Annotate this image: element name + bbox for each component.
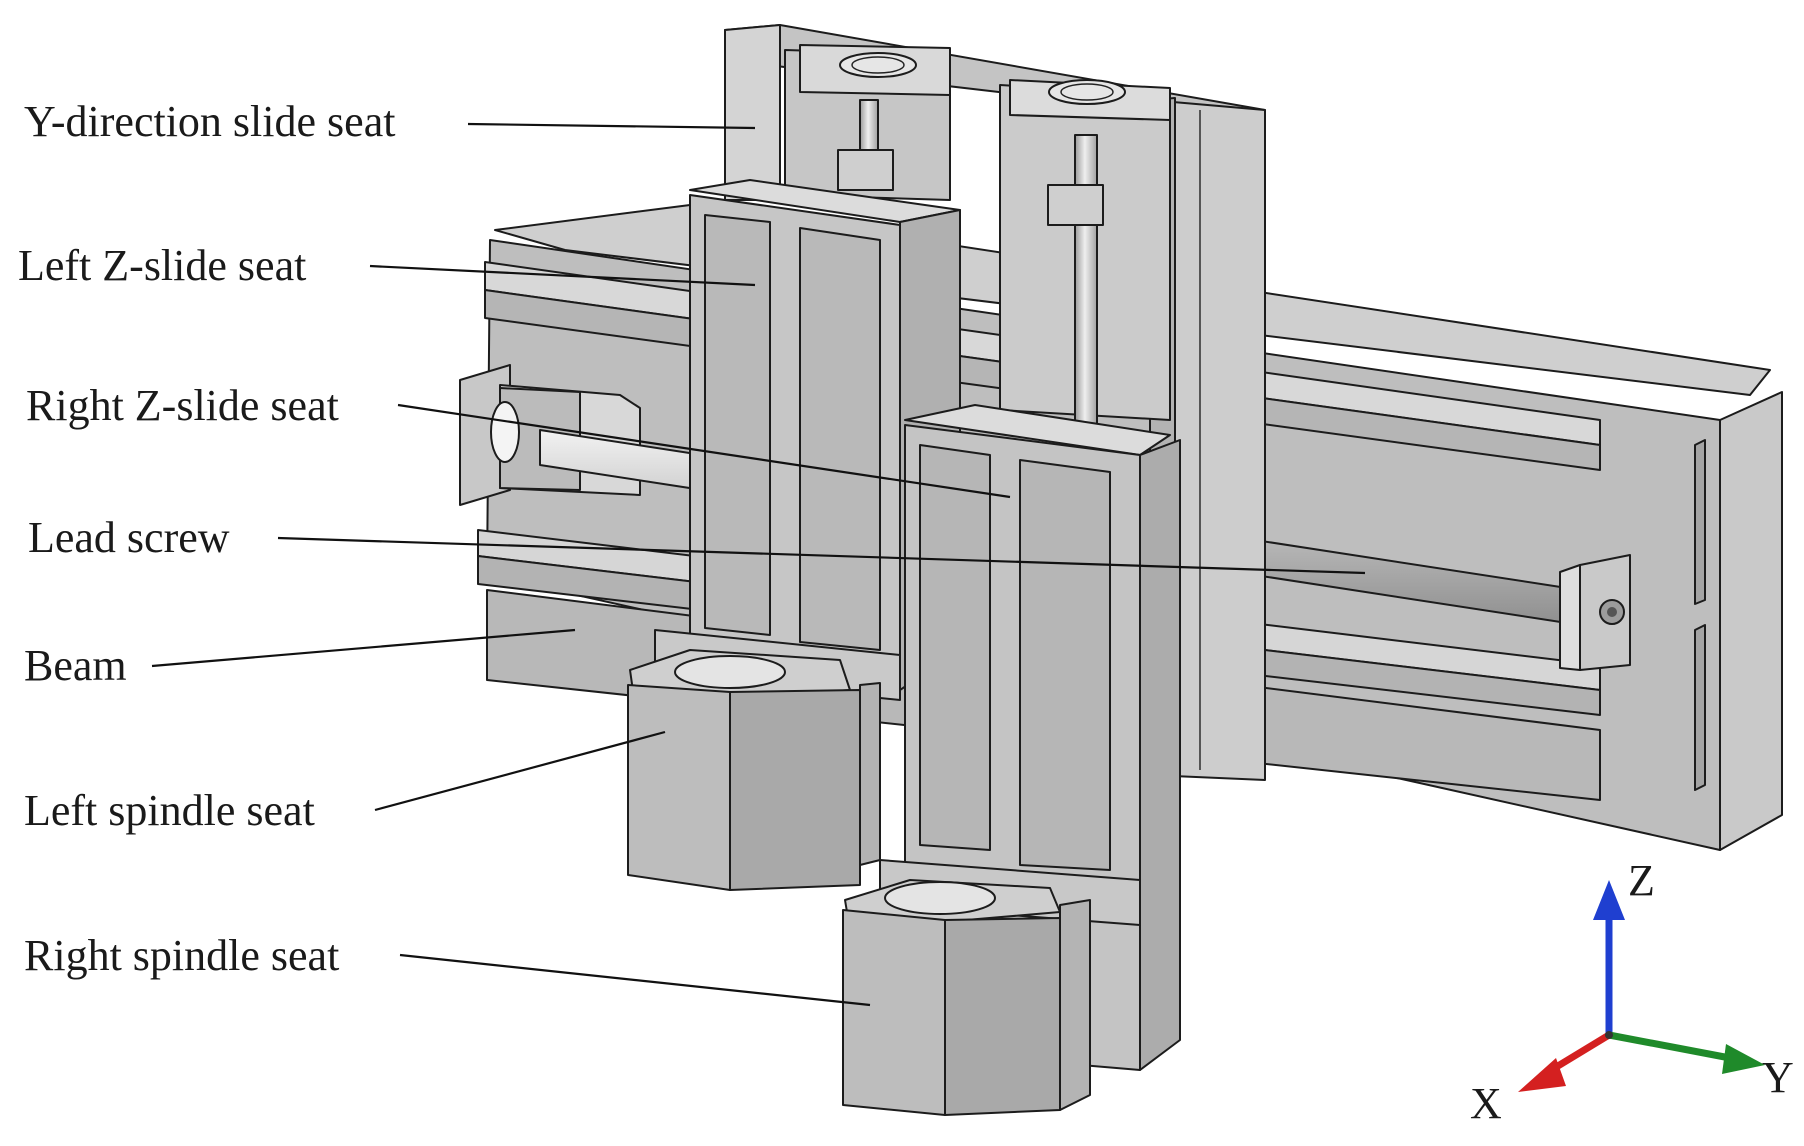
label-y-slide-seat: Y-direction slide seat	[24, 97, 395, 146]
x-axis-label: X	[1470, 1079, 1502, 1128]
y-axis-label: Y	[1762, 1053, 1794, 1102]
leader-lead-screw	[277, 536, 1366, 575]
leader-right-z-slide	[397, 403, 1011, 499]
right-spindle-seat	[842, 879, 1091, 1116]
leader-lines	[151, 122, 1366, 1007]
label-beam: Beam	[24, 641, 127, 690]
leader-left-z-slide	[369, 264, 756, 287]
x-axis-arrow	[1518, 1058, 1566, 1092]
leader-beam	[151, 628, 576, 668]
label-right-spindle: Right spindle seat	[24, 931, 339, 980]
y-axis-arrow	[1722, 1044, 1765, 1074]
label-right-z-slide: Right Z-slide seat	[26, 381, 339, 430]
vertical-guide-right	[999, 79, 1171, 426]
vertical-guide-left	[784, 44, 951, 201]
z-axis-arrow	[1593, 880, 1625, 920]
z-axis-label: Z	[1628, 856, 1655, 905]
label-lead-screw: Lead screw	[28, 513, 230, 562]
label-left-z-slide: Left Z-slide seat	[18, 241, 306, 290]
axis-triad: Z Y X	[1470, 856, 1794, 1128]
leader-y-slide-seat	[467, 122, 756, 130]
leader-right-spindle	[399, 953, 871, 1007]
label-left-spindle: Left spindle seat	[24, 786, 315, 835]
labels: Y-direction slide seat Left Z-slide seat…	[18, 97, 395, 980]
leader-left-spindle	[374, 730, 666, 812]
left-spindle-seat	[627, 649, 881, 891]
y-axis-line	[1608, 1031, 1731, 1062]
